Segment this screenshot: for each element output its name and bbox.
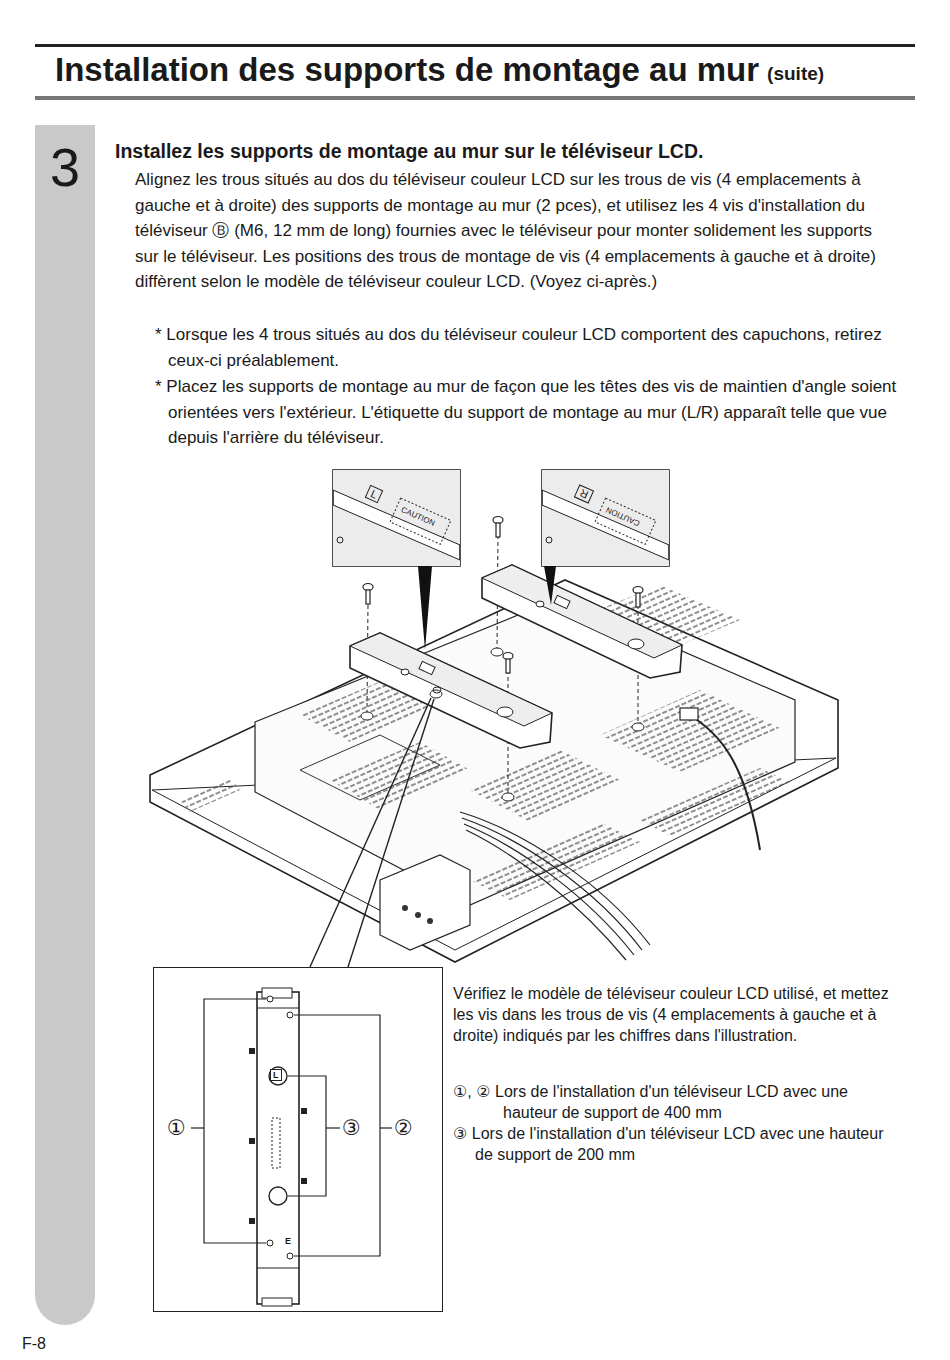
- detail-inset: ① ③ ②: [153, 967, 443, 1312]
- drawing-ellipse: [632, 723, 644, 731]
- drawing-line: [326, 1127, 340, 1128]
- drawing-line: [310, 698, 431, 967]
- drawing-ellipse: [536, 601, 544, 607]
- drawing-circle: [337, 537, 343, 543]
- drawing-polygon: [470, 750, 620, 822]
- note: * Lorsque les 4 trous situés au dos du t…: [155, 322, 903, 373]
- drawing-circle: [287, 1253, 293, 1259]
- drawing-circle: [269, 1067, 287, 1085]
- title-suffix: (suite): [767, 62, 824, 86]
- instruction-text: Vérifiez le modèle de téléviseur couleur…: [453, 983, 898, 1046]
- drawing-rect: [35, 96, 915, 100]
- drawing-polygon: [640, 768, 790, 836]
- drawing-rect: [301, 1108, 307, 1114]
- drawing-polygon: [600, 690, 780, 772]
- drawing-polygon: [380, 855, 470, 950]
- step-heading: Installez les supports de montage au mur…: [115, 138, 915, 164]
- drawing-rect: [262, 988, 292, 998]
- drawing-ellipse: [401, 669, 409, 675]
- drawing-rect: [272, 1118, 280, 1168]
- drawing-line: [257, 1268, 299, 1269]
- drawing-polygon: [470, 822, 640, 900]
- drawing-polyline: [204, 999, 266, 1243]
- drawing-rect: [249, 1218, 255, 1224]
- drawing-polygon: [333, 505, 460, 566]
- drawing-polygon: [350, 633, 552, 748]
- callout-number: ①: [167, 1115, 186, 1141]
- drawing-ellipse: [502, 793, 514, 801]
- drawing-line: [333, 490, 460, 545]
- drawing-rect: [680, 708, 698, 720]
- drawing-path: [464, 824, 634, 955]
- bracket-label: L: [270, 1069, 282, 1081]
- drawing-polygon: [330, 742, 470, 810]
- drawing-line: [257, 1008, 299, 1009]
- drawing-rect: [496, 523, 500, 537]
- drawing-ellipse: [361, 712, 373, 720]
- drawing-path: [690, 715, 760, 850]
- drawing-line: [380, 1127, 392, 1128]
- drawing-rect: [35, 44, 915, 47]
- bracket-mark: E: [285, 1236, 291, 1246]
- drawing-polygon: [418, 566, 432, 650]
- drawing-polygon: [482, 565, 682, 658]
- drawing-circle: [267, 996, 273, 1002]
- drawing-rect: [262, 1298, 292, 1306]
- step-text: Alignez les trous situés au dos du télév…: [135, 167, 887, 295]
- step-number: 3: [35, 137, 95, 197]
- drawing-rect: [366, 590, 370, 604]
- drawing-polyline: [288, 1076, 326, 1196]
- drawing-ellipse: [491, 648, 503, 656]
- drawing-rect: [249, 1048, 255, 1054]
- drawing-circle: [269, 1187, 287, 1205]
- drawing-line: [542, 505, 669, 560]
- drawing-circle: [415, 912, 421, 918]
- drawing-rect: [542, 470, 669, 566]
- drawing-rect: [333, 470, 460, 566]
- note: * Placez les supports de montage au mur …: [155, 374, 903, 451]
- callout-number: ②: [394, 1115, 413, 1141]
- drawing-circle: [287, 1012, 293, 1018]
- drawing-rect: [506, 659, 510, 673]
- callout-number: ③: [342, 1115, 361, 1141]
- drawing-ellipse: [497, 707, 513, 717]
- page-number: F-8: [22, 1334, 46, 1354]
- drawing-circle: [402, 905, 408, 911]
- drawing-circle: [267, 1240, 273, 1246]
- legend-note: ③ Lors de l'installation d'un téléviseur…: [453, 1123, 898, 1165]
- step-band: 3: [35, 125, 95, 1325]
- legend-note: ①, ② Lors de l'installation d'un télévis…: [453, 1081, 898, 1123]
- drawing-line: [348, 699, 434, 967]
- drawing-polygon: [542, 505, 669, 566]
- drawing-rect: [419, 661, 435, 674]
- drawing-rect: [390, 498, 451, 544]
- drawing-polygon: [482, 565, 682, 678]
- drawing-ellipse: [430, 690, 442, 698]
- drawing-circle: [427, 918, 433, 924]
- drawing-rect: [249, 1138, 255, 1144]
- drawing-polygon: [150, 580, 838, 962]
- drawing-rect: [301, 1178, 307, 1184]
- drawing-line: [191, 1127, 204, 1128]
- drawing-rect: [257, 992, 299, 1304]
- drawing-polygon: [180, 778, 240, 812]
- drawing-polygon: [544, 566, 556, 605]
- drawing-polygon: [350, 633, 552, 726]
- drawing-path: [466, 830, 626, 960]
- drawing-rect: [636, 593, 640, 607]
- drawing-rect: [595, 498, 656, 544]
- drawing-rect: [554, 595, 570, 608]
- drawing-polygon: [255, 598, 795, 905]
- drawing-ellipse: [628, 639, 644, 649]
- drawing-line: [542, 490, 669, 545]
- drawing-path: [462, 818, 642, 950]
- drawing-polyline: [294, 1015, 380, 1256]
- page-title: Installation des supports de montage au …: [55, 50, 759, 90]
- drawing-line: [333, 505, 460, 560]
- drawing-circle: [546, 537, 552, 543]
